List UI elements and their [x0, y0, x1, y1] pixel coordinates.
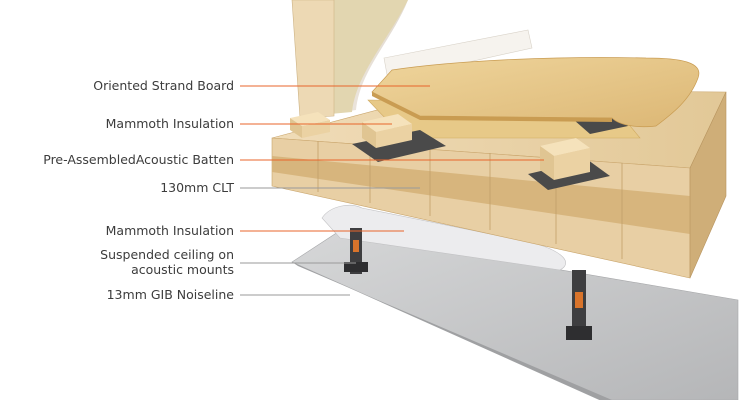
clt-right-face [689, 91, 727, 279]
label-13mm-gib-noiseline: 13mm GIB Noiseline [106, 287, 234, 302]
label-suspended-ceiling-line2: acoustic mounts [131, 262, 234, 277]
label-suspended-ceiling-line1: Suspended ceiling on [100, 247, 234, 262]
label-pre-assembled-acoustic-batten: Pre-AssembledAcoustic Batten [43, 152, 234, 167]
osb-edge [372, 92, 612, 122]
label-mammoth-insulation-upper: Mammoth Insulation [105, 116, 234, 131]
label-130mm-clt: 130mm CLT [160, 180, 234, 195]
label-mammoth-insulation-lower: Mammoth Insulation [105, 223, 234, 238]
wall-timber-edge [291, 0, 335, 119]
label-oriented-strand-board: Oriented Strand Board [93, 78, 234, 93]
clt-middle-lamella [272, 156, 690, 234]
osb-panel [371, 57, 700, 128]
